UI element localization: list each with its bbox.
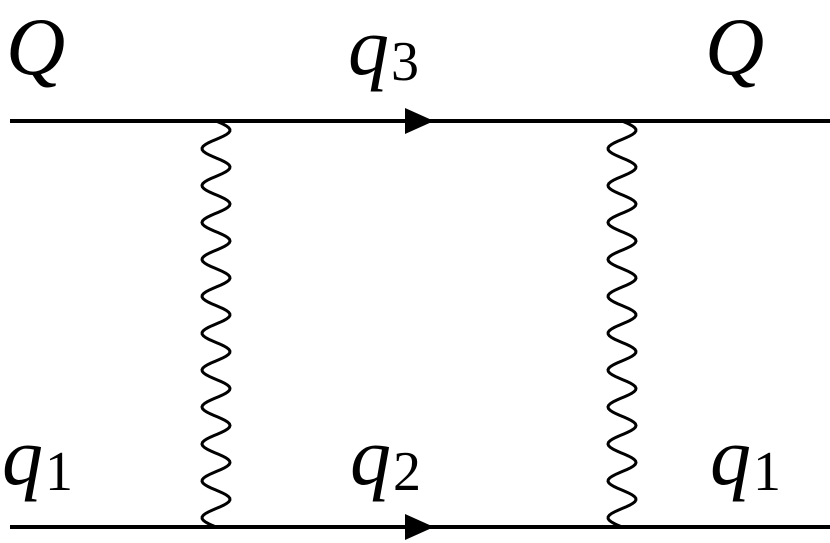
label-top-mid-main: q: [348, 1, 389, 92]
label-top-left-main: Q: [6, 1, 66, 92]
label-bottom-right: q1: [710, 416, 781, 500]
left-photon-line: [200, 119, 232, 529]
right-photon-line: [606, 119, 638, 529]
top-arrow-icon: [405, 108, 434, 134]
label-top-right: Q: [705, 6, 766, 88]
label-bottom-left: q1: [2, 416, 73, 500]
label-top-left: Q: [6, 6, 67, 88]
label-bottom-left-sub: 1: [45, 440, 73, 503]
label-bottom-right-main: q: [710, 411, 751, 502]
label-bottom-left-main: q: [2, 411, 43, 502]
bottom-arrow-icon: [405, 514, 434, 540]
label-top-right-main: Q: [705, 1, 765, 92]
label-top-mid-sub: 3: [391, 30, 419, 93]
label-bottom-mid-sub: 2: [393, 440, 421, 503]
label-bottom-right-sub: 1: [753, 440, 781, 503]
label-bottom-mid-main: q: [350, 411, 391, 502]
label-top-mid: q3: [348, 6, 419, 90]
label-bottom-mid: q2: [350, 416, 421, 500]
